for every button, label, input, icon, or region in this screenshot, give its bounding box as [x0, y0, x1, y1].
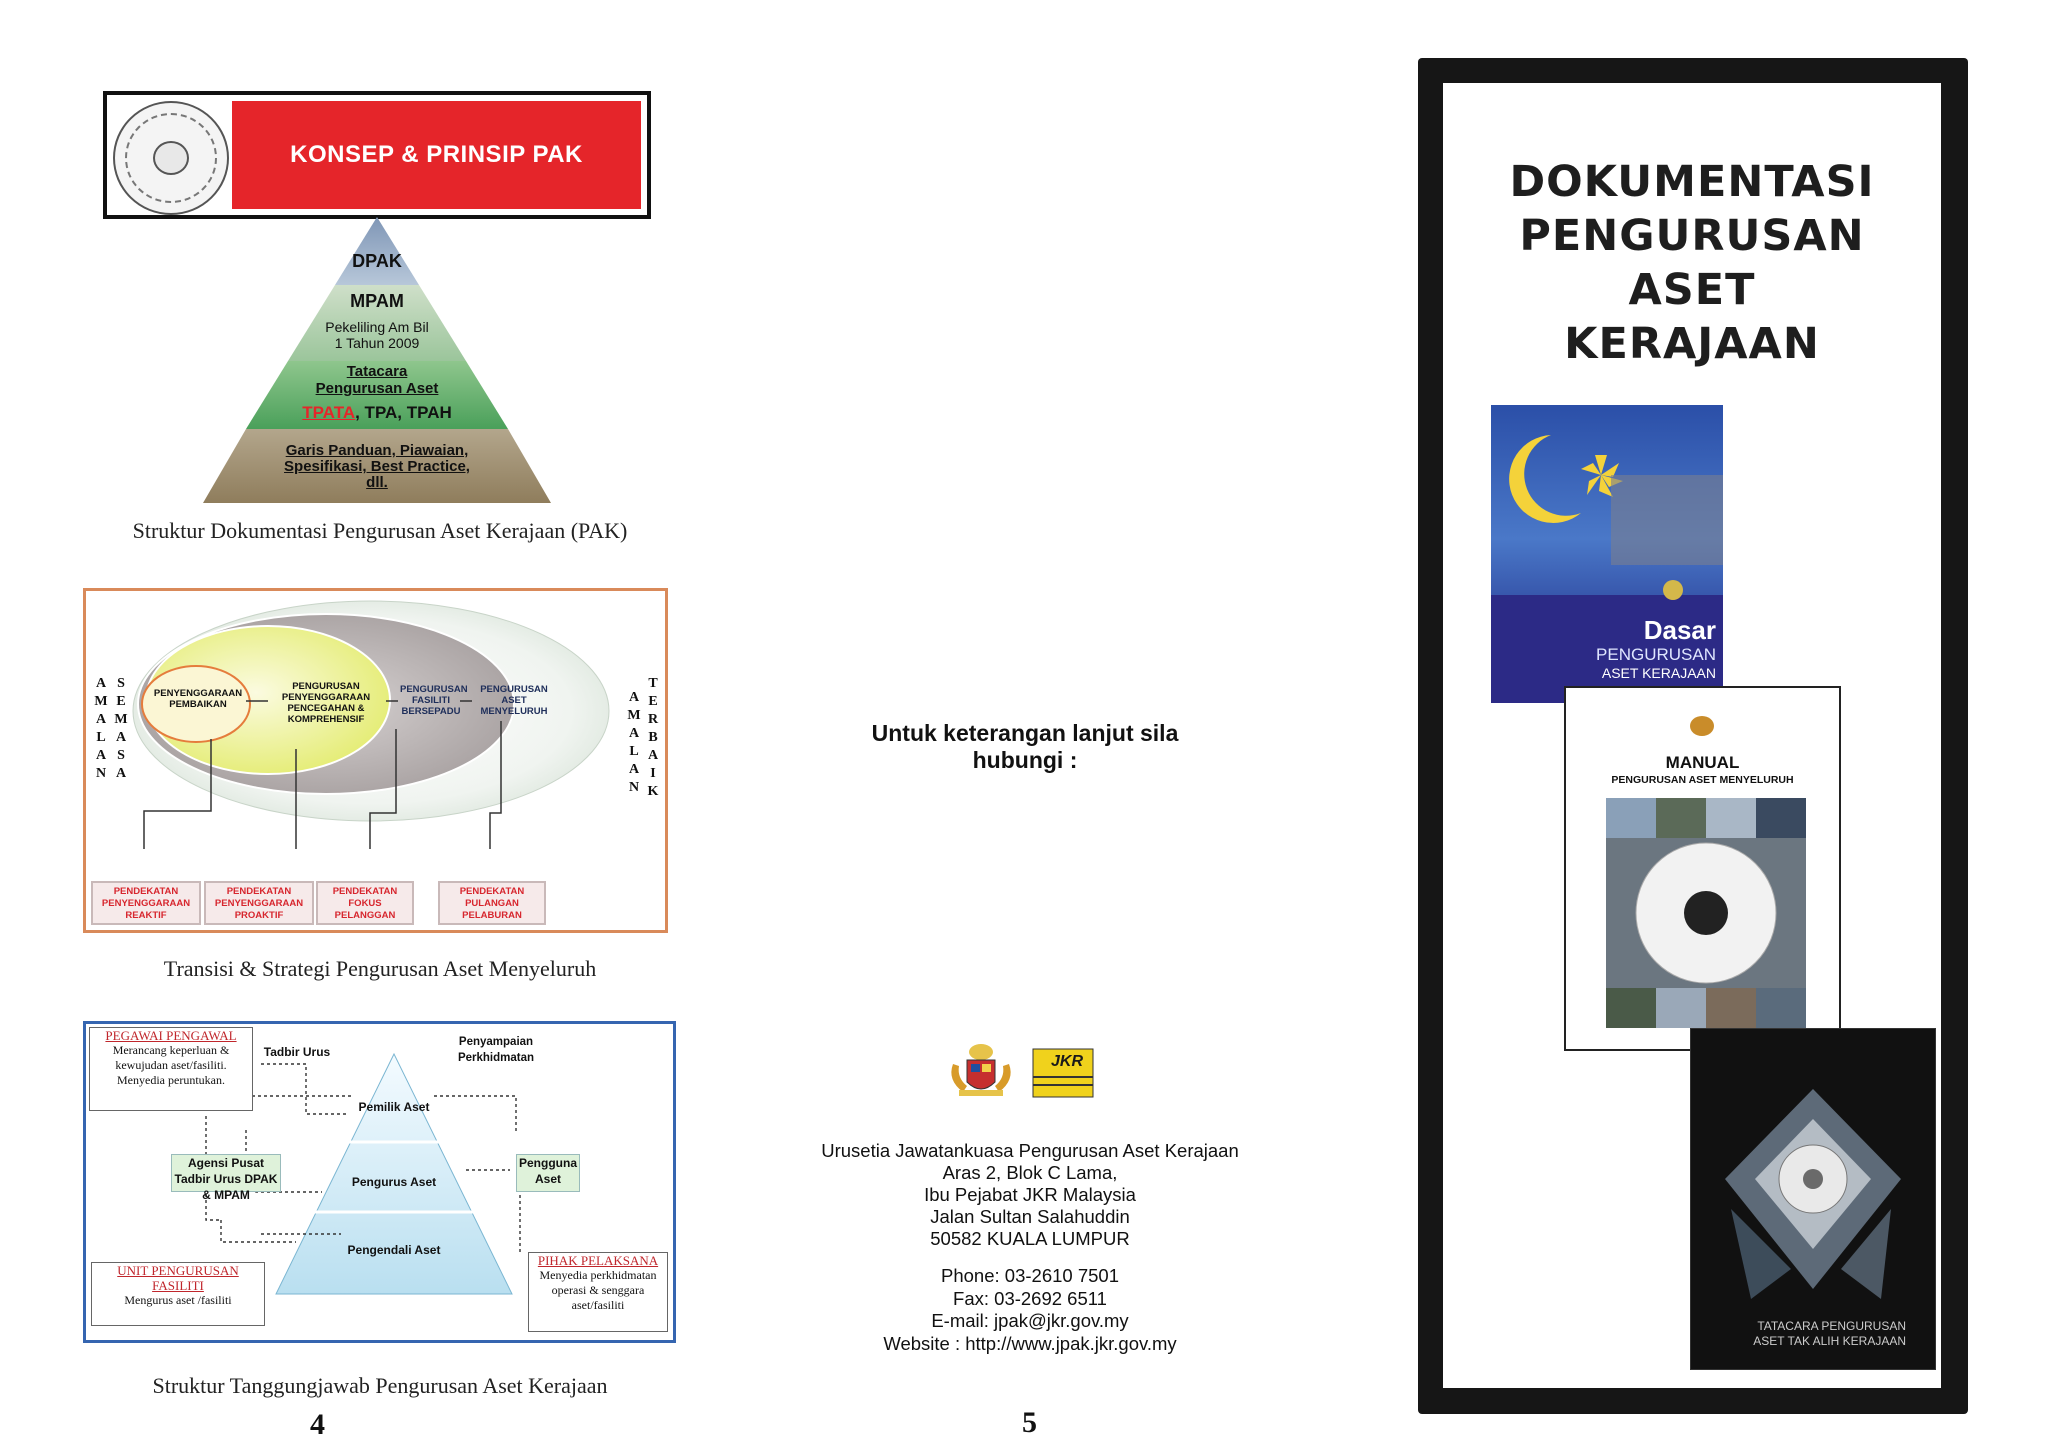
page-number-4: 4	[310, 1408, 325, 1441]
stage-aset-menyeluruh: PENGURUSAN ASET MENYELURUH	[480, 684, 548, 717]
pyramid-tier-dpak: DPAK	[352, 251, 402, 271]
pyramid-tatacara-1: Tatacara	[346, 363, 408, 380]
pegawai-pengawal-title: PEGAWAI PENGAWAL	[105, 1028, 237, 1043]
label-penyampaian-perkhidmatan: Penyampaian Perkhidmatan	[457, 1036, 535, 1064]
caption-struktur-tanggungjawab: Struktur Tanggungjawab Pengurusan Aset K…	[152, 1373, 608, 1398]
phone-number: Phone: 03-2610 7501	[941, 1265, 1119, 1286]
contact-prompt: Untuk keterangan lanjut sila hubungi :	[871, 720, 1179, 773]
amalan-semasa-left-1: AMALAN	[94, 676, 108, 781]
responsibility-structure-diagram: PEGAWAI PENGAWAL Merancang keperluan & k…	[83, 1021, 676, 1343]
unit-pengurusan-title: UNIT PENGURUSAN FASILITI	[117, 1263, 239, 1293]
book3-title-2: ASET TAK ALIH KERAJAAN	[1753, 1334, 1906, 1348]
pegawai-pengawal-text: Merancang keperluan & kewujudan aset/fas…	[112, 1043, 230, 1087]
address-block: Urusetia Jawatankuasa Pengurusan Aset Ke…	[770, 1140, 1290, 1250]
book2-subtitle: PENGURUSAN ASET MENYELURUH	[1611, 774, 1794, 786]
amalan-semasa-left-2: SEMASA	[114, 676, 128, 781]
fax-number: Fax: 03-2692 6511	[953, 1287, 1107, 1309]
pihak-pelaksana-text: Menyedia perkhidmatan operasi & senggara…	[539, 1268, 657, 1312]
book1-subtitle-1: PENGURUSAN	[1596, 645, 1716, 664]
cover-title: DOKUMENTASI PENGURUSAN ASET KERAJAAN	[1443, 155, 1941, 371]
pyramid-tpata: TPATA	[302, 403, 356, 422]
book1-subtitle-2: ASET KERAJAAN	[1601, 665, 1716, 681]
transition-strategy-diagram: AMALAN SEMASA AMALAN TERBAIK PENYENGGARA…	[83, 588, 668, 933]
address-line-1: Urusetia Jawatankuasa Pengurusan Aset Ke…	[821, 1140, 1239, 1161]
pyramid-tatacara-2: Pengurusan Aset	[315, 380, 439, 397]
pihak-pelaksana-title: PIHAK PELAKSANA	[537, 1253, 659, 1268]
address-line-3: Ibu Pejabat JKR Malaysia	[924, 1184, 1136, 1205]
pyramid-tier-mpam: MPAM	[350, 291, 404, 311]
pak-circular-logo-icon	[113, 101, 229, 215]
pyramid-tpa-tpah: , TPA, TPAH	[355, 403, 452, 422]
label-tadbir-urus: Tadbir Urus	[263, 1045, 331, 1059]
book-manual-pengurusan-aset: MANUAL PENGURUSAN ASET MENYELURUH	[1564, 686, 1841, 1051]
book2-title: MANUAL	[1665, 753, 1740, 772]
stage-pencegahan-komprehensif: PENGURUSAN PENYENGGARAAN PENCEGAHAN & KO…	[281, 681, 371, 725]
book-dasar-pengurusan-aset: Dasar PENGURUSAN ASET KERAJAAN	[1491, 405, 1723, 703]
address-line-5: 50582 KUALA LUMPUR	[930, 1228, 1130, 1249]
amalan-terbaik-right-1: AMALAN	[627, 690, 641, 795]
book-tatacara-pengurusan-aset: TATACARA PENGURUSAN ASET TAK ALIH KERAJA…	[1690, 1028, 1936, 1370]
agensi-pusat-box: Agensi Pusat Tadbir Urus DPAK & MPAM	[171, 1154, 281, 1202]
stage-fasiliti-bersepadu: PENGURUSAN FASILITI BERSEPADU	[400, 684, 468, 717]
pegawai-pengawal-note: PEGAWAI PENGAWAL Merancang keperluan & k…	[89, 1027, 253, 1111]
approach-pulangan-pelaburan: PENDEKATAN PULANGAN PELABURAN	[438, 881, 546, 925]
unit-pengurusan-fasiliti-note: UNIT PENGURUSAN FASILITI Mengurus aset /…	[91, 1262, 265, 1326]
konsep-prinsip-banner: KONSEP & PRINSIP PAK	[103, 91, 651, 219]
tier-pemilik-aset: Pemilik Aset	[358, 1100, 430, 1114]
pengguna-aset-box: Pengguna Aset	[516, 1154, 580, 1192]
approach-fokus-pelanggan: PENDEKATAN FOKUS PELANGGAN	[316, 881, 414, 925]
unit-pengurusan-text: Mengurus aset /fasiliti	[124, 1293, 232, 1307]
tier-pengendali-aset: Pengendali Aset	[347, 1243, 441, 1257]
cover-title-line-2: PENGURUSAN	[1519, 211, 1865, 261]
pyramid-mpam-sub2: 1 Tahun 2009	[334, 335, 420, 351]
caption-struktur-dokumentasi: Struktur Dokumentasi Pengurusan Aset Ker…	[132, 518, 628, 543]
pyramid-garis-panduan-1: Garis Panduan, Piawaian,	[285, 442, 469, 459]
pyramid-tpata-line: TPATA, TPA, TPAH	[187, 403, 567, 423]
page-number-5: 5	[1022, 1406, 1037, 1439]
approach-proaktif: PENDEKATAN PENYENGGARAAN PROAKTIF	[204, 881, 314, 925]
cover-title-line-3: ASET	[1628, 265, 1756, 315]
cover-title-line-4: KERAJAAN	[1564, 319, 1820, 369]
pyramid-mpam-sub1: Pekeliling Am Bil	[325, 319, 429, 335]
jkr-logo-text: JKR	[1051, 1053, 1084, 1070]
tier-pengurus-aset: Pengurus Aset	[351, 1175, 437, 1189]
email-address[interactable]: E-mail: jpak@jkr.gov.my	[931, 1310, 1129, 1331]
book3-title-1: TATACARA PENGURUSAN	[1757, 1319, 1906, 1333]
address-line-4: Jalan Sultan Salahuddin	[930, 1206, 1130, 1227]
contact-details: Phone: 03-2610 7501 Fax: 03-2692 6511 E-…	[800, 1265, 1260, 1355]
pyramid-garis-panduan-3: dll.	[366, 474, 388, 491]
caption-transisi-strategi: Transisi & Strategi Pengurusan Aset Meny…	[163, 956, 597, 981]
amalan-terbaik-right-2: TERBAIK	[647, 676, 659, 799]
pyramid-garis-panduan-2: Spesifikasi, Best Practice,	[284, 458, 470, 475]
banner-title: KONSEP & PRINSIP PAK	[232, 101, 641, 209]
book1-title: Dasar	[1643, 615, 1716, 645]
malaysia-coat-of-arms-icon	[945, 1042, 1017, 1100]
cover-title-line-1: DOKUMENTASI	[1509, 157, 1875, 207]
address-line-2: Aras 2, Blok C Lama,	[942, 1162, 1118, 1183]
jkr-logo: JKR	[1025, 1047, 1101, 1099]
pak-document-pyramid: DPAK MPAM Pekeliling Am Bil 1 Tahun 2009…	[187, 215, 567, 505]
stage-penyenggaraan-pembaikan: PENYENGGARAAN PEMBAIKAN	[153, 688, 243, 710]
approach-reaktif: PENDEKATAN PENYENGGARAAN REAKTIF	[91, 881, 201, 925]
pihak-pelaksana-note: PIHAK PELAKSANA Menyedia perkhidmatan op…	[528, 1252, 668, 1332]
website-link[interactable]: Website : http://www.jpak.jkr.gov.my	[883, 1332, 1177, 1354]
